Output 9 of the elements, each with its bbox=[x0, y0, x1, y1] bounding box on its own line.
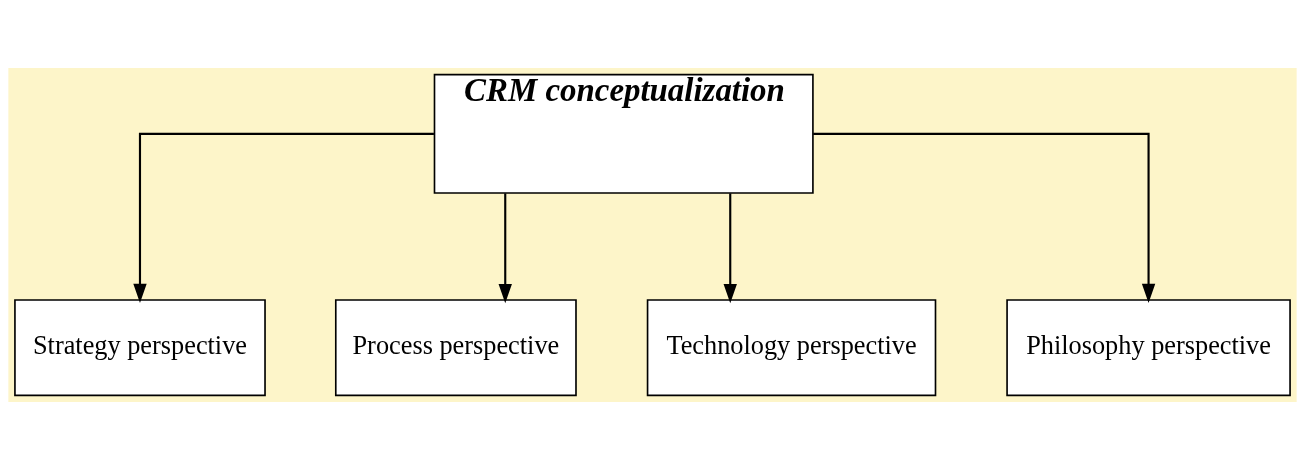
node-box: Technology perspective bbox=[646, 299, 937, 397]
arrow bbox=[813, 132, 1156, 303]
arrow bbox=[498, 193, 512, 304]
node-box: CRM conceptualization bbox=[433, 73, 814, 194]
arrow bbox=[723, 193, 737, 304]
arrow bbox=[133, 132, 434, 303]
node-box: Process perspective bbox=[334, 299, 577, 397]
node-box: Philosophy perspective bbox=[1006, 299, 1291, 397]
node-box: Strategy perspective bbox=[14, 299, 266, 397]
